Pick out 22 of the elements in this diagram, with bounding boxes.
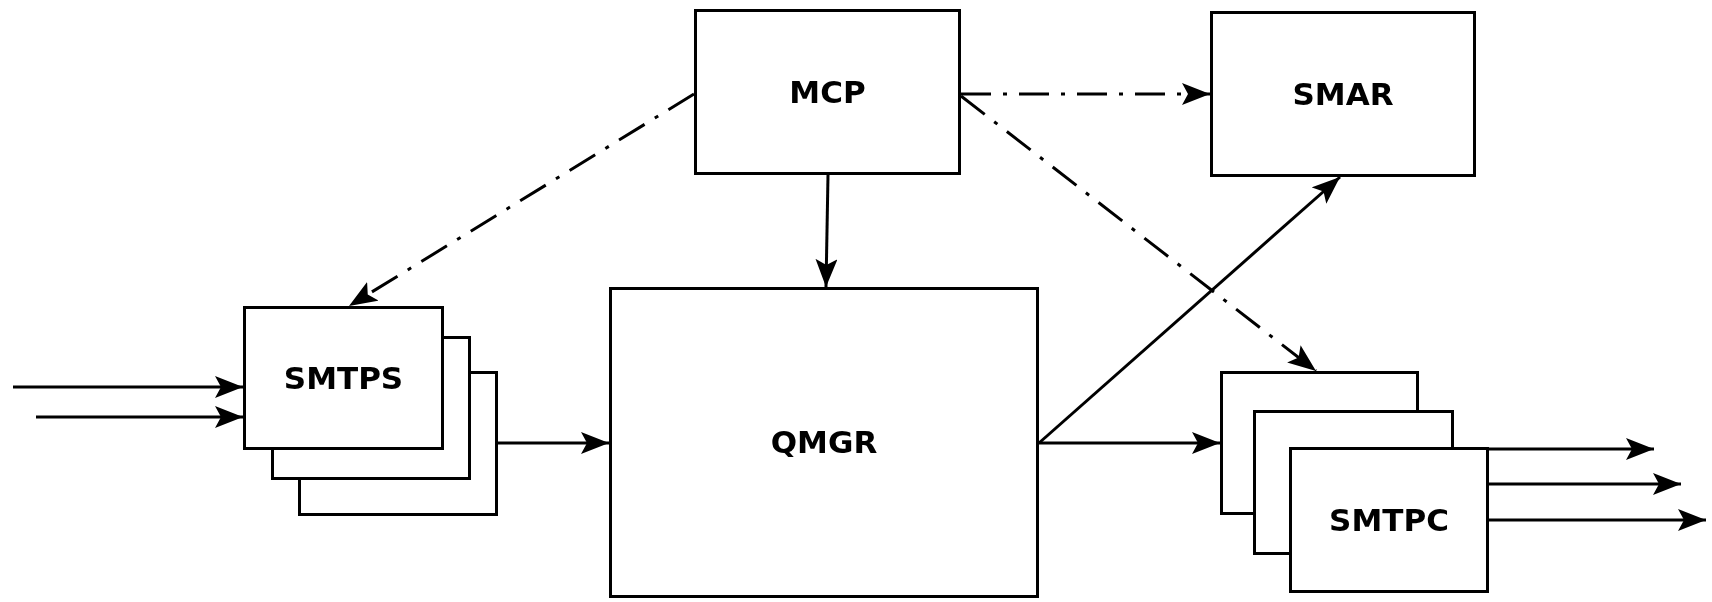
arrow — [1038, 175, 1341, 445]
box-label: SMAR — [1292, 74, 1394, 114]
arrow — [36, 406, 243, 428]
arrow — [1039, 432, 1220, 454]
box-label: QMGR — [770, 423, 878, 463]
process-box — [694, 9, 961, 175]
dash-dot-arrow — [348, 92, 695, 308]
box-label: MCP — [789, 72, 866, 112]
arrow — [13, 376, 243, 398]
arrow — [1489, 473, 1681, 495]
arrow — [1489, 438, 1654, 460]
arrow — [1489, 509, 1706, 531]
dash-dot-arrow — [960, 94, 1317, 373]
stacked-process-box — [1220, 371, 1489, 593]
box-label: SMTPS — [283, 358, 404, 398]
dash-dot-arrow — [961, 83, 1210, 105]
process-box — [609, 287, 1039, 598]
process-box — [1210, 11, 1476, 177]
arrow — [498, 432, 609, 454]
arrow — [815, 174, 838, 288]
stacked-process-box — [243, 306, 498, 516]
box-label: SMTPC — [1329, 500, 1449, 540]
